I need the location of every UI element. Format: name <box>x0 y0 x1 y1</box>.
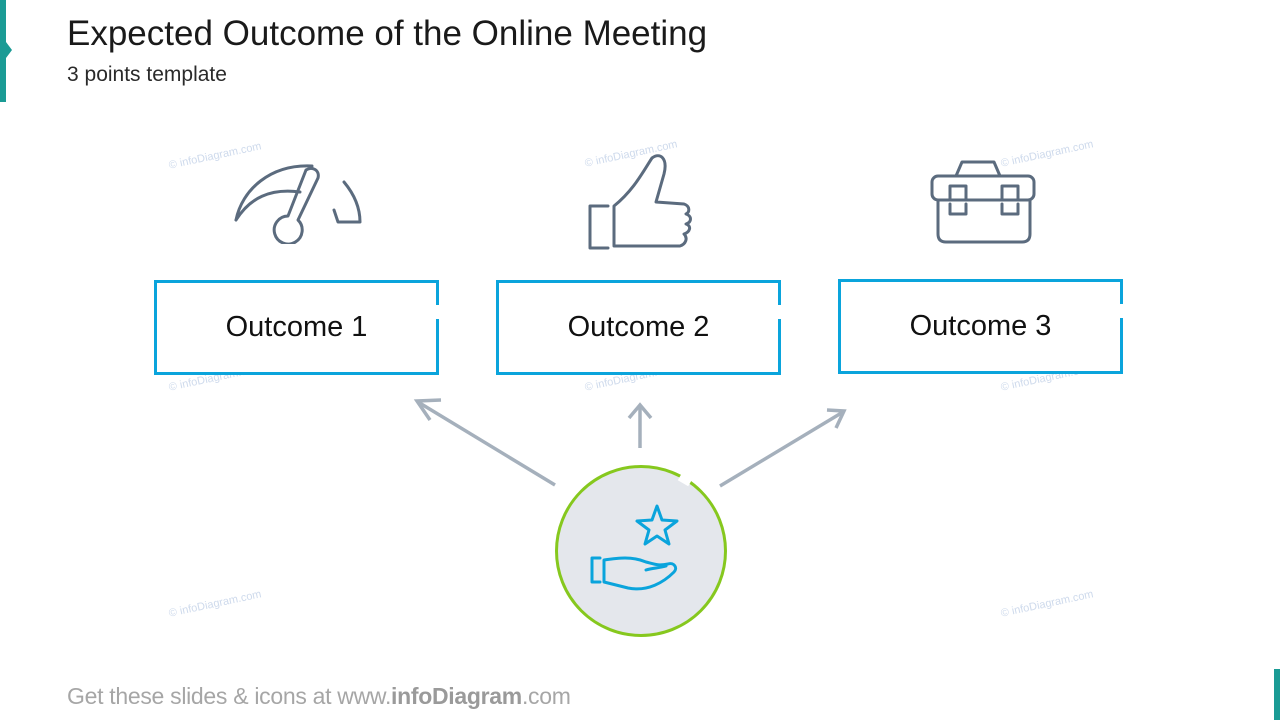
left-accent-notch <box>6 42 12 58</box>
slide-title: Expected Outcome of the Online Meeting <box>67 14 708 53</box>
thumbs-up-icon <box>584 150 694 252</box>
outcome-label: Outcome 1 <box>225 311 368 343</box>
hand-with-star-icon <box>588 502 688 598</box>
slide-subtitle: 3 points template <box>67 63 227 86</box>
border-gap <box>1119 304 1124 318</box>
toolbox-icon <box>928 156 1038 246</box>
outcome-label: Outcome 3 <box>909 310 1052 342</box>
arrow-up-icon <box>627 402 653 448</box>
outcome-box-3: Outcome 3 <box>838 279 1124 374</box>
footer-prefix: Get these slides & icons at www. <box>67 683 392 709</box>
border-gap <box>435 305 440 319</box>
outcome-box-2: Outcome 2 <box>496 280 782 375</box>
footer-brand: infoDiagram <box>391 683 522 709</box>
left-accent-bar <box>0 0 6 102</box>
outcome-box-1: Outcome 1 <box>154 280 440 375</box>
arrow-left-icon <box>413 398 556 487</box>
footer-suffix: .com <box>521 683 571 709</box>
right-accent-bar <box>1274 669 1280 720</box>
center-circle <box>555 465 727 637</box>
speedometer-icon <box>232 158 364 244</box>
outcome-label: Outcome 2 <box>567 311 710 343</box>
arrow-right-icon <box>719 408 847 488</box>
border-gap <box>777 305 782 319</box>
footer-credit: Get these slides & icons at www.infoDiag… <box>67 683 571 710</box>
